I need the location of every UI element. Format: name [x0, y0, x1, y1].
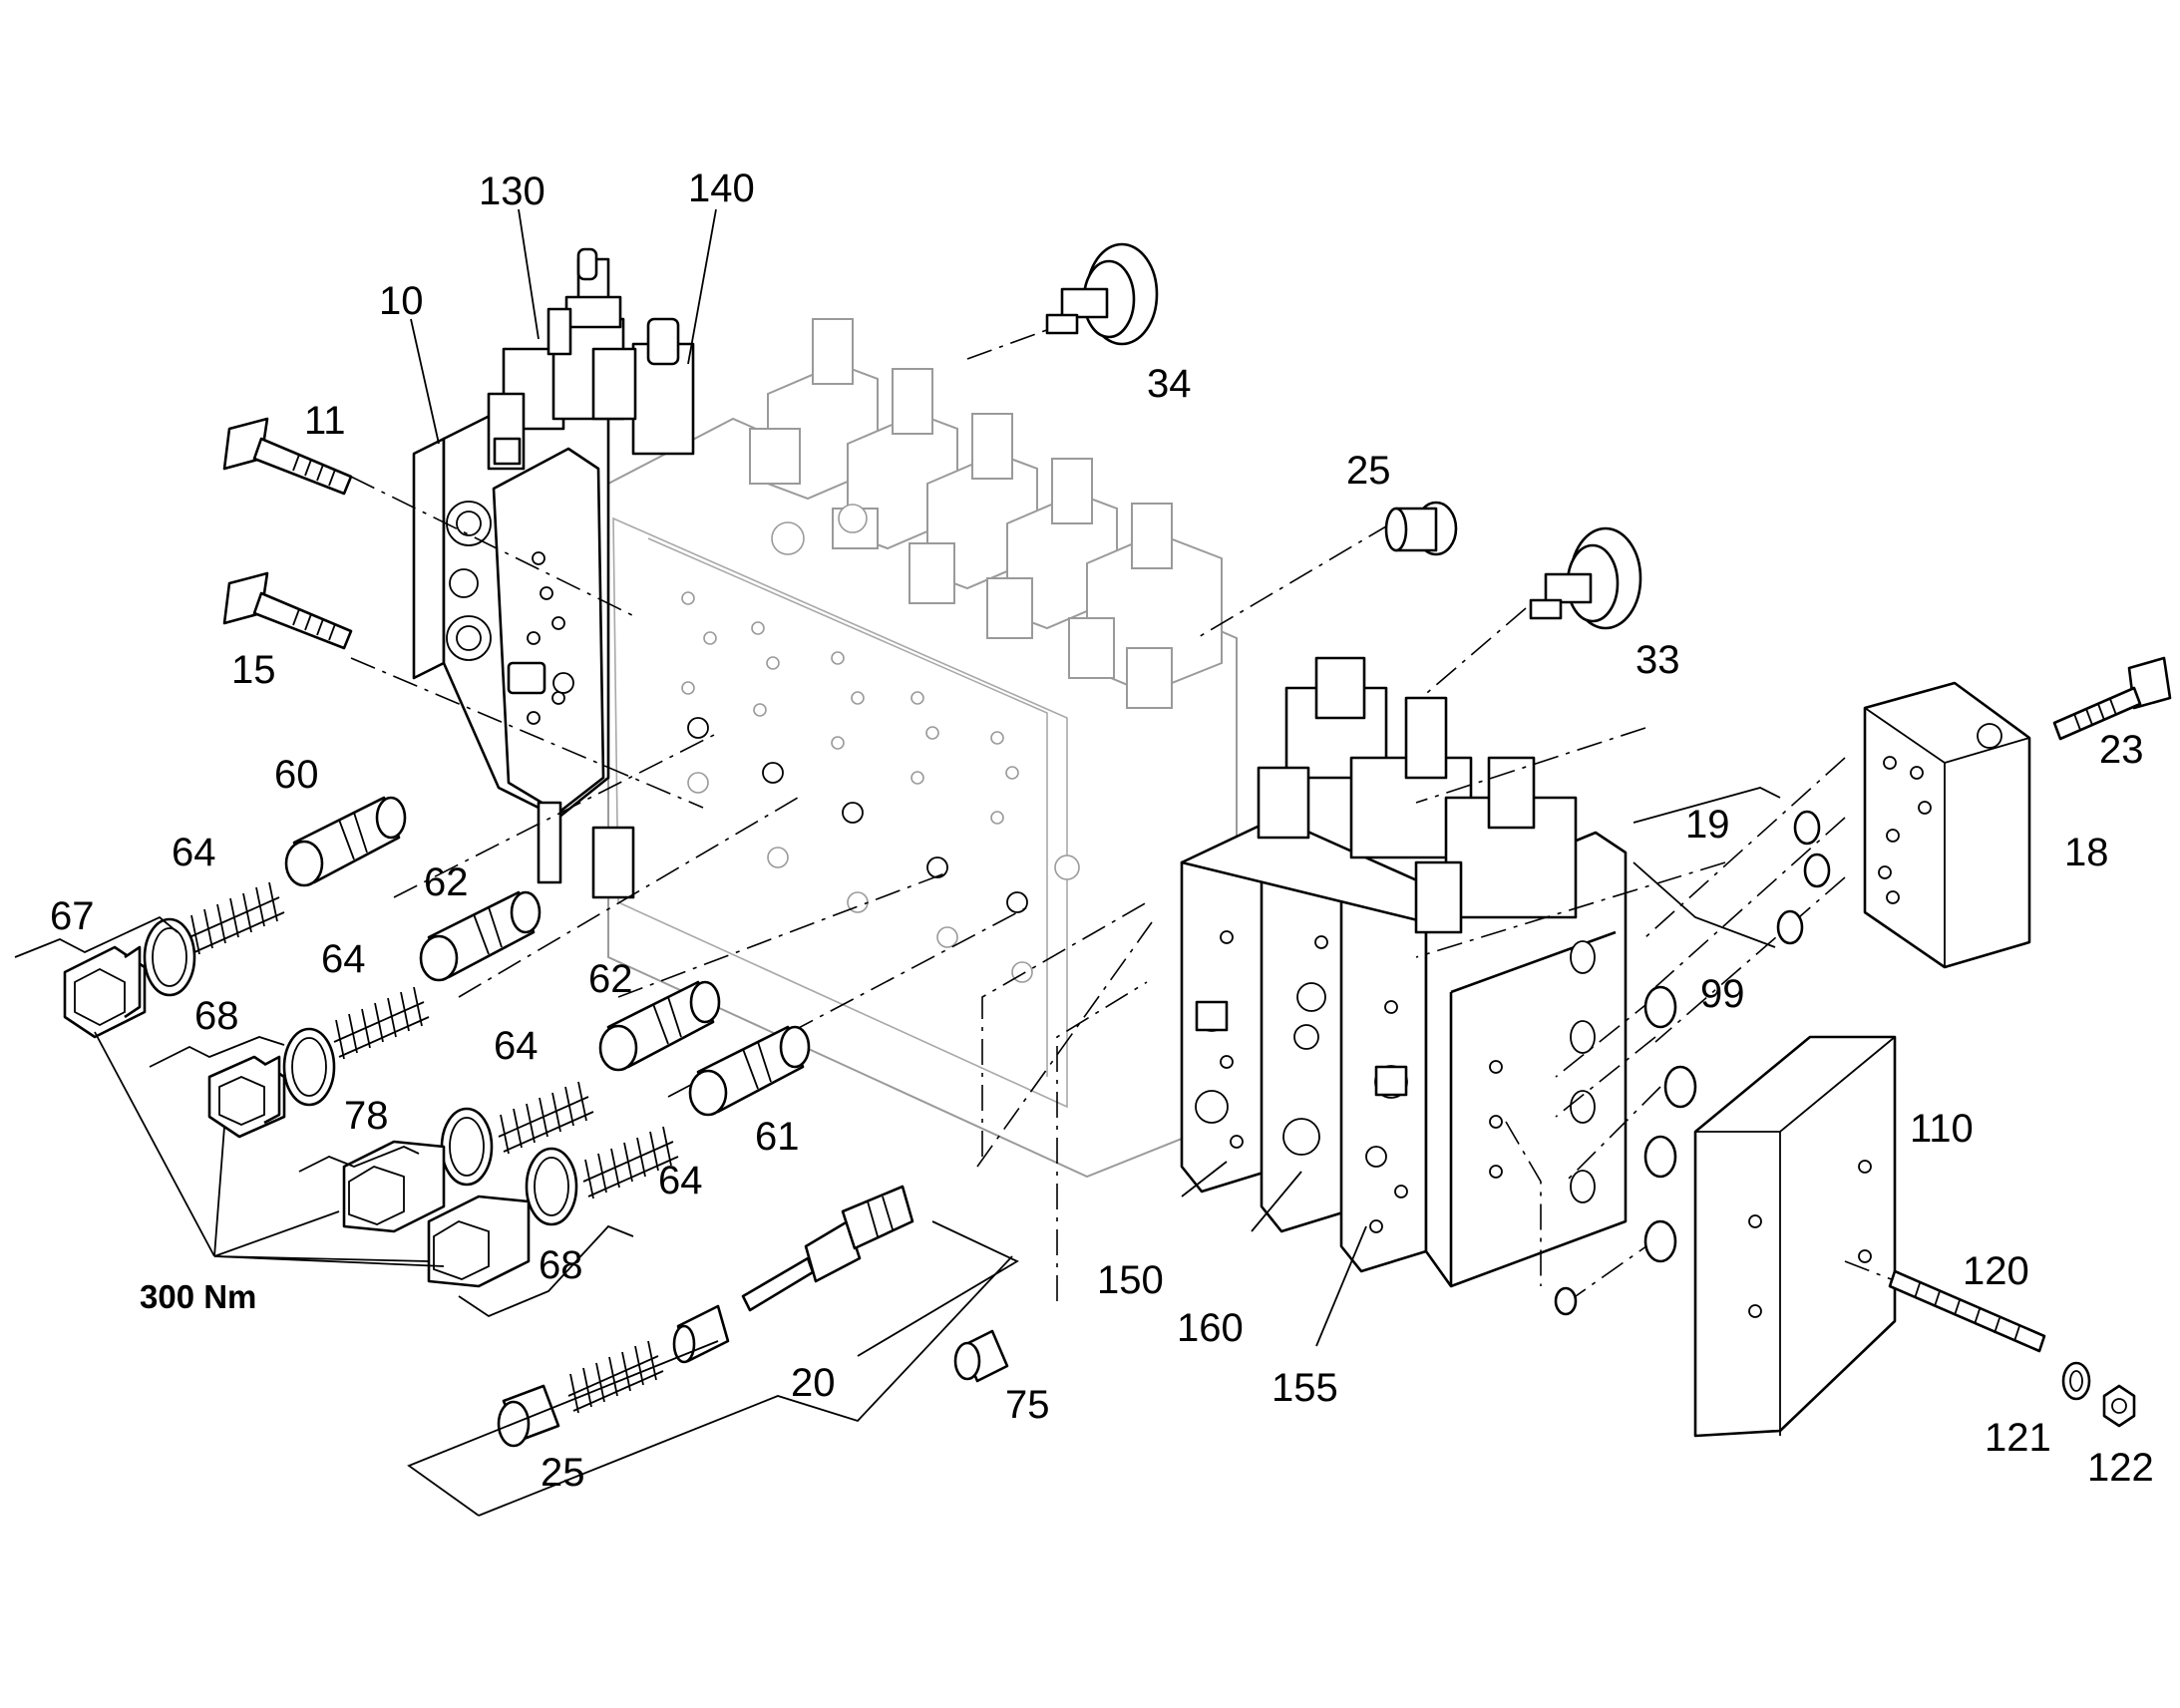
plug-75 — [953, 1329, 1009, 1383]
inlet-section-10 — [412, 247, 695, 899]
top-cartridges-130-140 — [487, 247, 695, 471]
callout-23: 23 — [2099, 728, 2144, 772]
spring-20-assembly — [567, 1340, 664, 1414]
plug-25-bottom — [497, 1384, 560, 1448]
callout-11: 11 — [304, 399, 346, 443]
spool-62-upper — [419, 890, 542, 982]
bolt-23 — [2052, 656, 2172, 741]
cover-plate-18 — [1863, 681, 2031, 969]
callout-labels: 130 140 10 11 34 25 15 33 60 23 64 62 67… — [50, 167, 2154, 1495]
plug-67 — [63, 945, 147, 1039]
torque-note: 300 Nm — [140, 1278, 256, 1315]
washer-121 — [2061, 1361, 2091, 1401]
callout-25-bottom: 25 — [541, 1451, 585, 1495]
callout-15: 15 — [231, 648, 276, 692]
tie-rod-120 — [1888, 1269, 2046, 1353]
callout-68-b: 68 — [539, 1243, 583, 1287]
callout-121: 121 — [1985, 1416, 2051, 1460]
leader-lines — [14, 208, 1781, 1517]
relief-valve-housings — [749, 318, 1223, 709]
callout-160: 160 — [1177, 1306, 1244, 1350]
callout-64-d: 64 — [658, 1159, 703, 1202]
callout-25-top: 25 — [1346, 449, 1391, 493]
callout-62-a: 62 — [424, 860, 469, 904]
callout-61: 61 — [755, 1115, 800, 1159]
bolt-11 — [222, 417, 353, 496]
plug-68-lower — [427, 1195, 531, 1288]
spring-64-b — [333, 986, 430, 1060]
callout-78: 78 — [344, 1094, 389, 1138]
callout-34: 34 — [1147, 362, 1192, 406]
end-plate-110 — [1693, 1035, 1897, 1438]
callout-155: 155 — [1272, 1366, 1338, 1410]
callout-68-a: 68 — [194, 994, 239, 1038]
plug-78 — [342, 1140, 446, 1233]
spool-62-lower — [598, 980, 721, 1072]
spring-64-c — [498, 1081, 594, 1155]
plug-25-top — [1384, 501, 1458, 556]
callout-64-a: 64 — [172, 831, 216, 874]
callout-120: 120 — [1963, 1249, 2029, 1293]
plug-33 — [1529, 526, 1642, 630]
callout-150: 150 — [1097, 1258, 1164, 1302]
plug-68-upper — [207, 1055, 286, 1139]
callout-33: 33 — [1635, 638, 1680, 682]
bolt-15 — [222, 571, 353, 650]
callout-75: 75 — [1005, 1383, 1050, 1427]
callout-99: 99 — [1700, 972, 1745, 1016]
callout-110: 110 — [1910, 1107, 1974, 1151]
callout-130: 130 — [479, 170, 545, 213]
o-rings — [143, 810, 1831, 1316]
callout-60: 60 — [274, 753, 319, 797]
spool-61 — [688, 1025, 811, 1117]
callout-19: 19 — [1685, 803, 1730, 847]
spool-60 — [284, 796, 407, 887]
callout-62-b: 62 — [588, 957, 633, 1001]
spring-64-d — [582, 1126, 679, 1199]
callout-64-c: 64 — [494, 1024, 539, 1068]
spring-64-a — [188, 881, 285, 955]
callout-67: 67 — [50, 894, 95, 938]
nut-122 — [2102, 1384, 2136, 1428]
work-sections-150-160-155 — [1180, 656, 1628, 1288]
plug-34 — [1045, 242, 1159, 346]
callout-20: 20 — [791, 1361, 836, 1405]
main-valve-housing — [607, 318, 1238, 1179]
plunger-20 — [672, 1185, 914, 1364]
callout-140: 140 — [688, 167, 755, 210]
callout-122: 122 — [2087, 1446, 2154, 1490]
callout-10: 10 — [379, 279, 424, 323]
callout-64-b: 64 — [321, 937, 366, 981]
callout-18: 18 — [2064, 831, 2109, 874]
